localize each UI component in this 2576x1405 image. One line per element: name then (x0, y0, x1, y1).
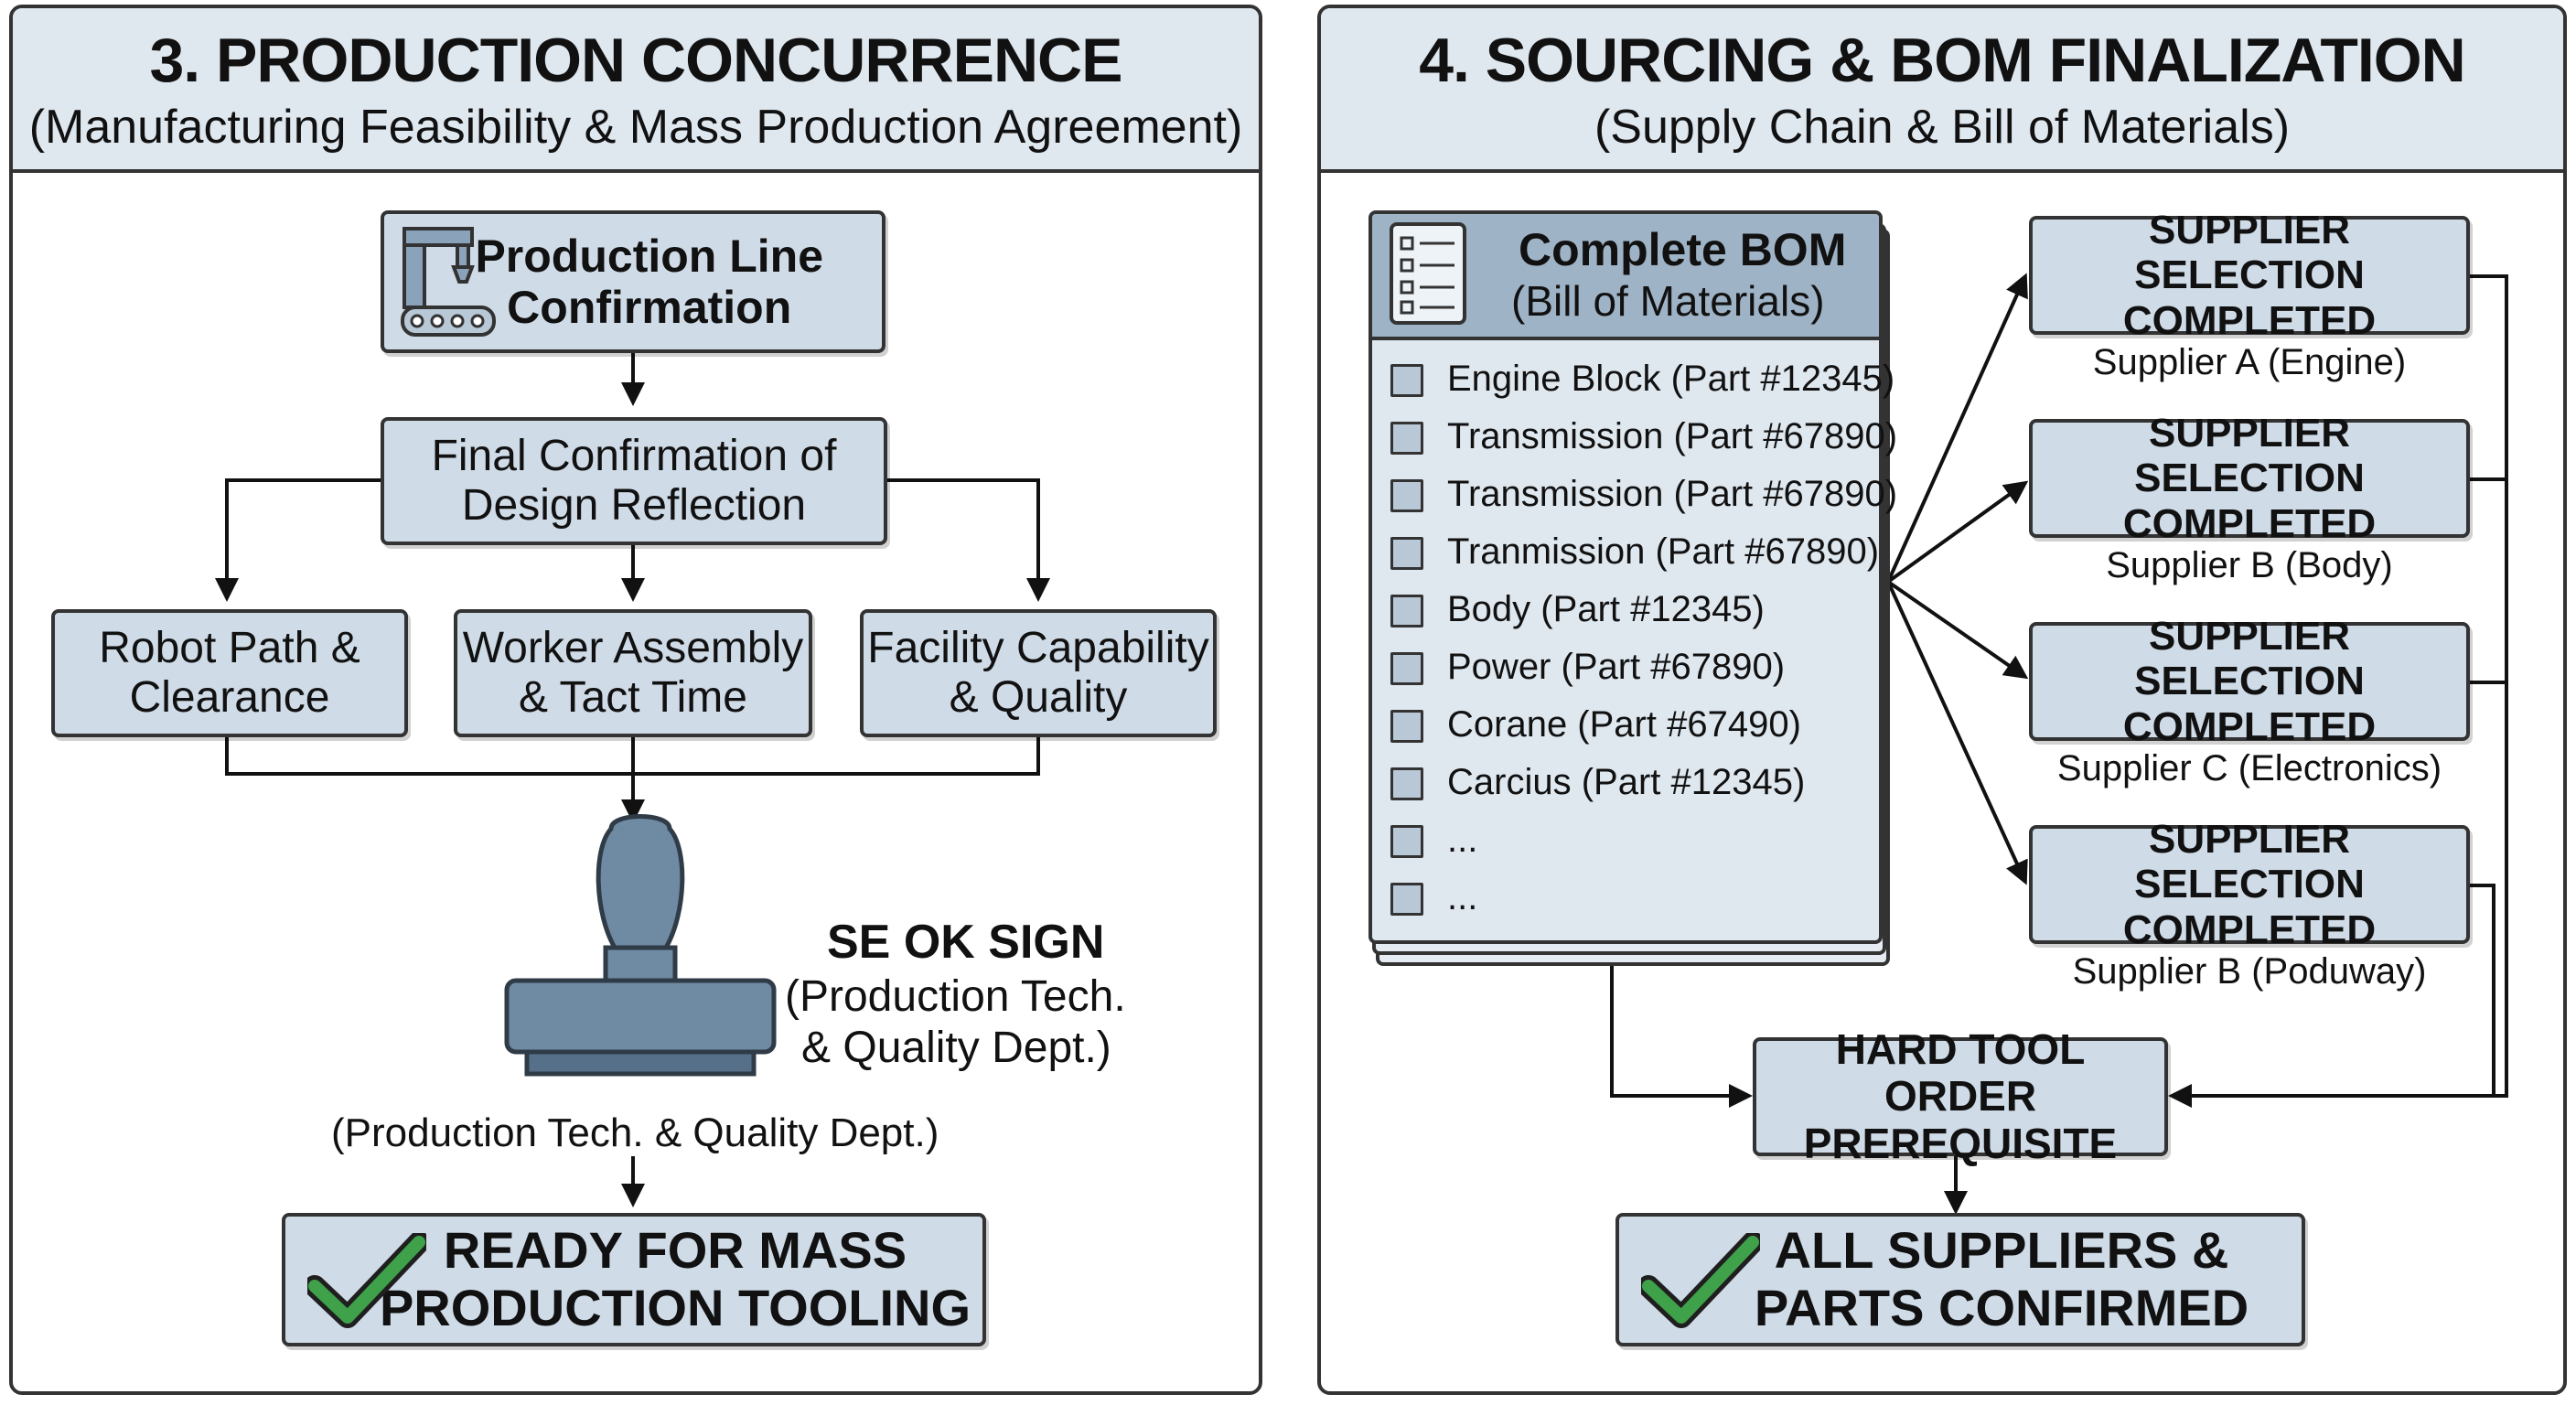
supplier-selection-box: SUPPLIER SELECTION COMPLETED (2029, 208, 2470, 343)
se-ok-sign-line1: (Production Tech. (785, 972, 1126, 1021)
bom-checkbox[interactable] (1390, 825, 1423, 858)
se-ok-sign-title: SE OK SIGN (827, 916, 1105, 969)
label-line: COMPLETED (2122, 297, 2377, 343)
panel-header: 3. PRODUCTION CONCURRENCE (Manufacturing… (13, 8, 1259, 173)
arrow (215, 478, 381, 602)
label-line: COMPLETED (2122, 906, 2377, 952)
arrow (1886, 273, 2028, 583)
label-line: Design Reflection (461, 481, 807, 530)
arrow (1886, 581, 2028, 885)
label-line: PRODUCTION TOOLING (379, 1279, 971, 1336)
panel-title: 3. PRODUCTION CONCURRENCE (149, 26, 1122, 95)
label-line: ALL SUPPLIERS & (1774, 1221, 2229, 1280)
worker-assembly-box: Worker Assembly & Tact Time (454, 609, 812, 737)
label-line: READY FOR MASS (443, 1221, 907, 1280)
bom-item: Transmission (Part #67890) (1447, 474, 1898, 514)
label-line: SUPPLIER SELECTION (2134, 614, 2365, 704)
bom-checkbox[interactable] (1390, 364, 1423, 397)
arrow (1610, 964, 1753, 1108)
checklist-icon (1390, 222, 1466, 325)
bom-item: ... (1447, 820, 1478, 860)
bom-checkbox[interactable] (1390, 767, 1423, 800)
label-line: Confirmation (507, 282, 792, 333)
label-line: PARTS CONFIRMED (1754, 1279, 2249, 1336)
bom-checkbox[interactable] (1390, 479, 1423, 512)
supplier-caption: Supplier C (Electronics) (2056, 748, 2442, 788)
assembly-robot-icon (401, 227, 496, 337)
label-line: Final Confirmation of (431, 432, 837, 481)
bom-item: Corane (Part #67490) (1447, 704, 1801, 745)
bom-item: Body (Part #12345) (1447, 589, 1765, 629)
robot-path-box: Robot Path & Clearance (51, 609, 408, 737)
bom-checkbox[interactable] (1390, 595, 1423, 627)
bom-title: Complete BOM (1519, 224, 1847, 275)
arrow (887, 478, 1050, 602)
supplier-caption: Supplier A (Engine) (2092, 342, 2407, 382)
bom-item: Tranmission (Part #67890) (1447, 531, 1880, 572)
hard-tool-order-box: HARD TOOL ORDER PREREQUISITE (1753, 1025, 2168, 1166)
bom-item: Carcius (Part #12345) (1447, 762, 1806, 802)
supplier-selection-box: SUPPLIER SELECTION COMPLETED (2029, 817, 2470, 952)
supplier-caption: Supplier B (Poduway) (2072, 951, 2427, 992)
green-checkmark-icon (307, 1233, 426, 1328)
label-line: Facility Capability (867, 624, 1209, 673)
bom-checkbox[interactable] (1390, 883, 1423, 916)
arrow (1886, 580, 2029, 680)
facility-capability-box: Facility Capability & Quality (860, 609, 1217, 737)
panel-subtitle: (Manufacturing Feasibility & Mass Produc… (28, 101, 1243, 154)
bom-item: Transmission (Part #67890) (1447, 416, 1898, 456)
supplier-caption: Supplier B (Body) (2106, 545, 2393, 585)
bom-checkbox[interactable] (1390, 537, 1423, 570)
label-line: COMPLETED (2122, 500, 2377, 546)
label-line: Worker Assembly (462, 624, 804, 673)
label-line: Clearance (129, 673, 330, 722)
stamp-caption: (Production Tech. & Quality Dept.) (331, 1110, 939, 1155)
label-line: & Tact Time (519, 673, 747, 722)
label-line: SUPPLIER SELECTION (2134, 208, 2365, 298)
supplier-selection-box: SUPPLIER SELECTION COMPLETED (2029, 614, 2470, 749)
bom-item: Power (Part #67890) (1447, 647, 1786, 687)
bom-checkbox[interactable] (1390, 710, 1423, 743)
bom-checkbox[interactable] (1390, 422, 1423, 455)
bom-checkbox[interactable] (1390, 652, 1423, 685)
label-line: Production Line (475, 231, 823, 282)
rubber-stamp-icon (504, 814, 777, 1077)
bus-line (2470, 884, 2496, 1096)
label-line: SUPPLIER SELECTION (2134, 817, 2365, 907)
production-line-label: Production Line Confirmation (475, 231, 823, 333)
all-suppliers-confirmed-box: ALL SUPPLIERS & PARTS CONFIRMED (1615, 1213, 2305, 1346)
ready-for-mass-production-box: READY FOR MASS PRODUCTION TOOLING (282, 1213, 986, 1346)
label-line: COMPLETED (2122, 703, 2377, 749)
panel-subtitle: (Supply Chain & Bill of Materials) (1594, 101, 2291, 154)
label-line: Robot Path & (99, 624, 360, 673)
label-line: SUPPLIER SELECTION (2134, 411, 2365, 501)
se-ok-sign-line2: & Quality Dept.) (801, 1024, 1111, 1072)
panel-header: 4. SOURCING & BOM FINALIZATION (Supply C… (1321, 8, 2563, 173)
green-checkmark-icon (1641, 1233, 1760, 1328)
bom-item: Engine Block (Part #12345) (1447, 359, 1895, 399)
arrow (2168, 274, 2508, 1108)
label-line: PREREQUISITE (1803, 1119, 2118, 1167)
label-line: & Quality (949, 673, 1128, 722)
label-line: HARD TOOL ORDER (1835, 1024, 2086, 1121)
supplier-selection-box: SUPPLIER SELECTION COMPLETED (2029, 411, 2470, 546)
production-line-confirmation-box: Production Line Confirmation (381, 210, 886, 353)
arrow (1886, 480, 2029, 584)
panel-title: 4. SOURCING & BOM FINALIZATION (1419, 26, 2466, 95)
bom-subtitle: (Bill of Materials) (1511, 277, 1825, 325)
final-confirmation-box: Final Confirmation of Design Reflection (381, 417, 887, 545)
bom-item: ... (1447, 877, 1478, 917)
